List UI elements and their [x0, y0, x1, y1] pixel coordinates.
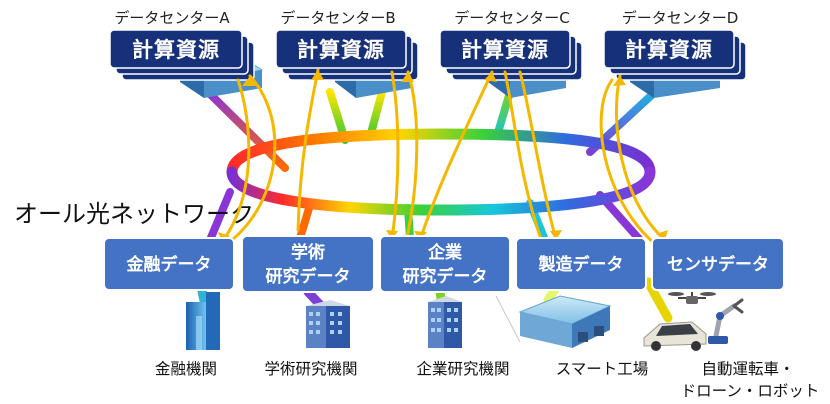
flow-arrow [296, 68, 320, 232]
resource-badge [109, 29, 243, 69]
arrow-head [401, 72, 414, 82]
facility-label-line2: ドローン・ロボット [681, 382, 820, 400]
data-box-enterprise: 企業 研究データ [379, 235, 511, 293]
resource-badge [603, 29, 735, 69]
link-box-1 [206, 188, 234, 244]
facility-label: 企業研究機関 [416, 360, 509, 378]
data-box-label: 製造データ [538, 254, 624, 275]
car-drone-robot-icon [643, 292, 744, 351]
resource-label: 計算資源 [297, 38, 385, 62]
flow-arrow [220, 78, 251, 244]
arrow-heads [218, 70, 668, 242]
flow-arrow [418, 70, 494, 242]
arrow-head [311, 70, 324, 80]
datacenter-title: データセンターA [114, 9, 230, 27]
data-box-label: 研究データ [266, 266, 351, 287]
datacenter-title: データセンターD [622, 9, 739, 27]
resource-label: 計算資源 [461, 38, 549, 62]
link-dc-a [204, 88, 289, 172]
datacenter-title: データセンターB [280, 9, 395, 27]
link-fac-5 [643, 277, 673, 323]
data-box-label: 企業 [427, 242, 462, 263]
arrow-head [242, 76, 256, 86]
datacenter-title: データセンターC [454, 9, 569, 27]
data-flow-arrows [220, 68, 667, 246]
university-building-icon [306, 300, 350, 348]
facility-label: 学術研究機関 [264, 360, 357, 378]
data-box-label: センサデータ [667, 254, 769, 275]
flow-arrow [404, 70, 419, 244]
office-building-icon [428, 296, 462, 348]
datacenter-c: データセンターC 計算資源 [439, 9, 583, 81]
flow-arrow [518, 70, 558, 242]
resource-label: 計算資源 [132, 38, 220, 62]
link-box-2 [296, 201, 314, 242]
facility-label: スマート工場 [556, 360, 649, 378]
flow-arrow [503, 70, 544, 244]
data-box-label: 金融データ [126, 254, 212, 275]
arrow-head [484, 72, 497, 82]
resource-label: 計算資源 [625, 38, 713, 62]
factory-icon [495, 295, 612, 348]
resource-badge [439, 29, 571, 69]
flow-arrow [390, 70, 400, 242]
link-dc-c [493, 88, 514, 140]
datacenter-b: データセンターB 計算資源 [275, 9, 419, 81]
resource-badge [275, 29, 407, 69]
flow-arrow [230, 74, 277, 242]
data-box-label: 研究データ [403, 266, 488, 287]
flow-arrow [614, 74, 667, 242]
bank-building-icon [186, 292, 220, 350]
arrow-head [550, 230, 562, 240]
network-label: オール光ネットワーク [14, 200, 254, 228]
optical-ring [226, 128, 656, 216]
data-box-academic: 学術 研究データ [241, 235, 375, 293]
datacenter-d: データセンターD 計算資源 [603, 9, 747, 81]
arrow-head [613, 76, 626, 86]
facility-label: 金融機関 [155, 360, 217, 378]
flow-arrow [599, 78, 657, 246]
link-dc-b-2 [366, 88, 386, 141]
data-box-finance: 金融データ [103, 237, 235, 291]
data-box-label: 学術 [291, 242, 325, 263]
data-box-sensor: センサデータ [651, 237, 785, 291]
data-box-manufacturing: 製造データ [515, 237, 647, 291]
datacenter-a: データセンターA 計算資源 [109, 9, 255, 81]
facility-label: 自動運転車・ [701, 360, 794, 378]
